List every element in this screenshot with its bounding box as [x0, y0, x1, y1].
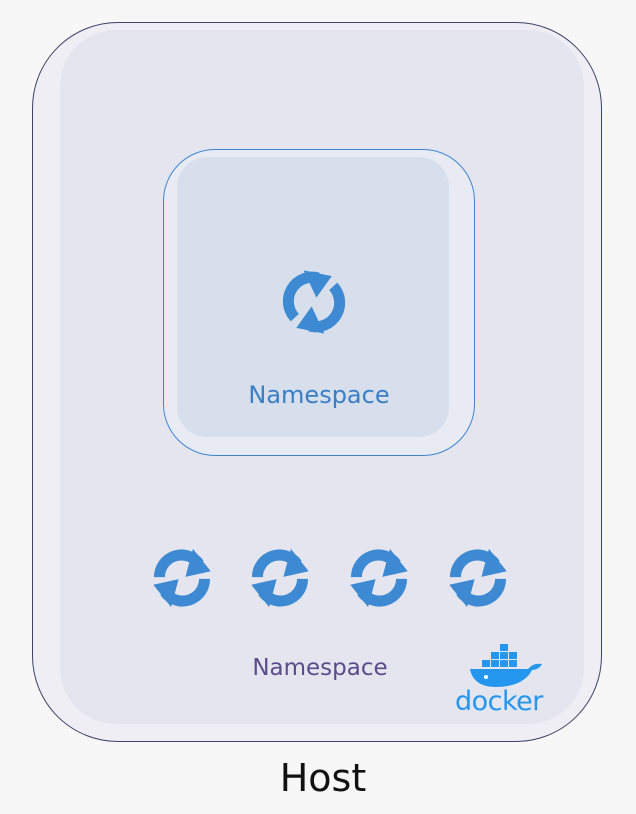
- refresh-cycle-icon: [350, 548, 408, 608]
- host-label: Host: [279, 756, 367, 800]
- inner-namespace-panel: [177, 157, 449, 437]
- refresh-cycle-icon: [282, 270, 346, 334]
- outer-namespace-label: Namespace: [252, 655, 388, 681]
- inner-namespace-label: Namespace: [248, 381, 390, 409]
- refresh-cycle-icon: [251, 548, 309, 608]
- docker-logo-text: docker: [455, 686, 543, 717]
- refresh-cycle-icon: [449, 548, 507, 608]
- docker-whale-icon: [470, 644, 542, 687]
- refresh-cycle-icon: [153, 548, 211, 608]
